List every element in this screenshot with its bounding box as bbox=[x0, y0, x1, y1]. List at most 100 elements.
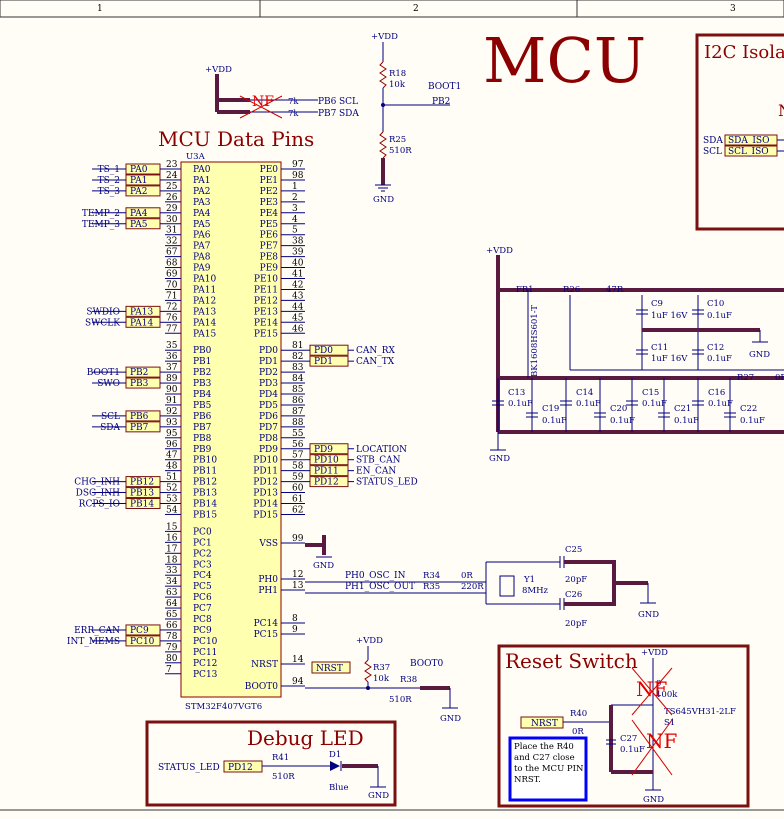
left-pin-name: PA9 bbox=[193, 264, 211, 274]
left-pin-name: PB2 bbox=[193, 368, 211, 378]
right-port-label: PD12 bbox=[314, 478, 339, 488]
c11-ref: C11 bbox=[651, 343, 668, 353]
right-pin-name: PD4 bbox=[259, 390, 278, 400]
r26-value: 47R bbox=[606, 285, 624, 295]
c21-value: 0.1uF bbox=[674, 416, 699, 426]
debug-title: Debug LED bbox=[247, 726, 364, 750]
left-pin-name: PA15 bbox=[193, 329, 216, 339]
pullup-r1-value: 7k bbox=[288, 97, 299, 107]
left-pin-num: 72 bbox=[166, 302, 177, 312]
i2c-title: I2C Isola bbox=[704, 42, 784, 63]
right-pin-num: 55 bbox=[292, 429, 304, 439]
left-pin-name: PB11 bbox=[193, 467, 217, 477]
left-pin-num: 34 bbox=[166, 577, 178, 587]
left-pin-num: 47 bbox=[166, 451, 178, 461]
reset-note-text: Place the R40 and C27 close to the MCU P… bbox=[514, 742, 584, 785]
right-pin-num: 58 bbox=[292, 462, 304, 472]
left-pin-name: PA12 bbox=[193, 296, 216, 306]
data-pins-title: MCU Data Pins bbox=[158, 127, 314, 151]
power-decoupling: +VDD GND FB1 BK1608HS601-T R26 47R C9 1u… bbox=[486, 246, 784, 464]
left-pin-num: 65 bbox=[166, 610, 178, 620]
sw-nf-mark-2: NF bbox=[646, 729, 678, 753]
vss-ground: GND bbox=[305, 535, 334, 571]
left-pin-name: PC5 bbox=[193, 582, 212, 592]
y1-ref: Y1 bbox=[523, 575, 535, 585]
gnd-label-4: GND bbox=[638, 610, 659, 620]
left-pin-num: 78 bbox=[166, 632, 178, 642]
left-pin-num: 52 bbox=[166, 484, 177, 494]
vdd-label-3: +VDD bbox=[486, 246, 513, 256]
right-pin-num: 40 bbox=[292, 259, 304, 269]
left-pin-num: 37 bbox=[166, 363, 178, 373]
right-pin-name: PH0 bbox=[258, 575, 278, 585]
left-pin-name: PC3 bbox=[193, 560, 212, 570]
left-pin-name: PC12 bbox=[193, 659, 217, 669]
reset-switch-block: Reset Switch +VDD NRST R40 0R C27 0.1uF … bbox=[497, 644, 750, 808]
right-pin-num: 41 bbox=[292, 270, 303, 280]
left-pin-num: 29 bbox=[166, 204, 178, 214]
left-port-label: PA0 bbox=[130, 165, 148, 175]
vdd-label-2: +VDD bbox=[371, 32, 398, 42]
left-pin-name: PA11 bbox=[193, 285, 216, 295]
r27-value: 0R bbox=[775, 373, 784, 383]
right-port-label: PD0 bbox=[314, 346, 333, 356]
right-pin-num: 61 bbox=[292, 495, 303, 505]
gnd-label-5: GND bbox=[313, 561, 334, 571]
left-pin-num: 95 bbox=[166, 429, 178, 439]
right-pin-name: PE10 bbox=[254, 275, 278, 285]
left-pin-name: PC13 bbox=[193, 670, 218, 680]
c22-ref: C22 bbox=[740, 404, 757, 414]
left-net-label: ERR_CAN bbox=[74, 626, 120, 636]
right-pin-name: PD7 bbox=[259, 423, 278, 433]
left-net-label: RCPS_IO bbox=[79, 500, 120, 510]
c12-ref: C12 bbox=[707, 343, 724, 353]
left-pin-num: 90 bbox=[166, 385, 178, 395]
c25-value: 20pF bbox=[565, 575, 587, 585]
c27-value: 0.1uF bbox=[620, 745, 645, 755]
left-pin-name: PA13 bbox=[193, 307, 216, 317]
left-port-label: PA13 bbox=[130, 307, 153, 317]
left-net-label: TS_3 bbox=[98, 187, 121, 197]
c22-value: 0.1uF bbox=[740, 416, 765, 426]
left-pin-name: PB13 bbox=[193, 489, 217, 499]
right-pin-num: 99 bbox=[292, 534, 304, 544]
right-pin-name: PE3 bbox=[260, 198, 279, 208]
switch-part: TS645VH31-2LF bbox=[664, 707, 736, 717]
left-pin-num: 53 bbox=[166, 495, 178, 505]
right-pin-name: PD11 bbox=[253, 467, 278, 477]
i2c-n-label: N bbox=[778, 101, 784, 120]
left-pin-name: PA7 bbox=[193, 242, 211, 252]
pullup-pb7: PB7 bbox=[318, 109, 337, 119]
left-pin-num: 68 bbox=[166, 259, 178, 269]
right-pin-num: 56 bbox=[292, 440, 304, 450]
right-pin-num: 97 bbox=[292, 160, 304, 170]
right-pin-num: 39 bbox=[292, 248, 304, 258]
left-pin-num: 96 bbox=[166, 440, 178, 450]
ruler-col-2: 2 bbox=[413, 4, 419, 14]
left-pin-name: PC9 bbox=[193, 626, 212, 636]
left-net-label: DSG_INH bbox=[76, 489, 121, 499]
chip-part: STM32F407VGT6 bbox=[185, 702, 262, 712]
oscillator: PH0_OSC_IN PH1_OSC_OUT R34 0R R35 220R Y… bbox=[305, 545, 659, 629]
left-pin-num: 77 bbox=[166, 324, 178, 334]
left-pin-num: 32 bbox=[166, 237, 177, 247]
ph1-net: PH1_OSC_OUT bbox=[345, 582, 415, 592]
r34-value: 0R bbox=[461, 571, 473, 581]
right-pin-name: PD5 bbox=[259, 401, 278, 411]
right-pin-num: 46 bbox=[292, 324, 304, 334]
left-pin-name: PC1 bbox=[193, 538, 212, 548]
ruler-col-1: 1 bbox=[97, 4, 103, 14]
right-pin-name: PE2 bbox=[260, 187, 278, 197]
left-pin-num: 69 bbox=[166, 270, 178, 280]
left-pin-num: 48 bbox=[166, 462, 178, 472]
right-pin-num: 88 bbox=[292, 418, 304, 428]
left-net-label: SDA bbox=[100, 423, 120, 433]
r35-ref: R35 bbox=[423, 582, 440, 592]
left-port-label: PA14 bbox=[130, 318, 153, 328]
fb1-ref: FB1 bbox=[516, 285, 534, 295]
r25-ref: R25 bbox=[389, 135, 406, 145]
left-pin-num: 33 bbox=[166, 566, 178, 576]
left-port-label: PB13 bbox=[130, 489, 154, 499]
